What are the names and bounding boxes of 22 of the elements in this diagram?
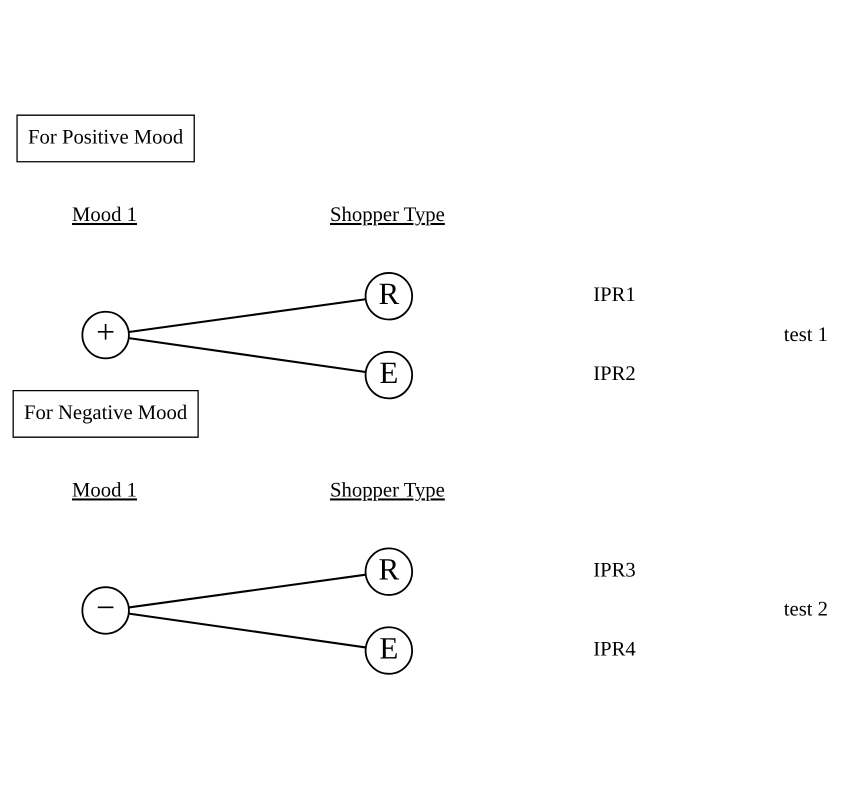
node-circle: − bbox=[81, 586, 130, 634]
label: Shopper Type bbox=[330, 478, 445, 501]
node-circle: E bbox=[364, 626, 414, 674]
connector bbox=[128, 612, 366, 648]
connector bbox=[128, 336, 366, 372]
label: IPR1 bbox=[593, 284, 636, 306]
label: Mood 1 bbox=[72, 478, 137, 501]
label: Mood 1 bbox=[72, 203, 137, 226]
label: IPR3 bbox=[593, 559, 636, 582]
node-circle: E bbox=[364, 350, 414, 399]
node-circle: + bbox=[81, 310, 130, 359]
node-circle: R bbox=[364, 272, 414, 320]
node-box: For Negative Mood bbox=[12, 389, 199, 438]
connector bbox=[128, 298, 366, 332]
node-circle: R bbox=[364, 546, 414, 596]
label: IPR2 bbox=[593, 362, 636, 385]
node-box: For Positive Mood bbox=[16, 114, 195, 162]
label: IPR4 bbox=[593, 638, 636, 660]
label: test 1 bbox=[784, 324, 828, 346]
connector bbox=[128, 573, 366, 608]
label: test 2 bbox=[784, 598, 828, 620]
label: Shopper Type bbox=[330, 203, 445, 226]
